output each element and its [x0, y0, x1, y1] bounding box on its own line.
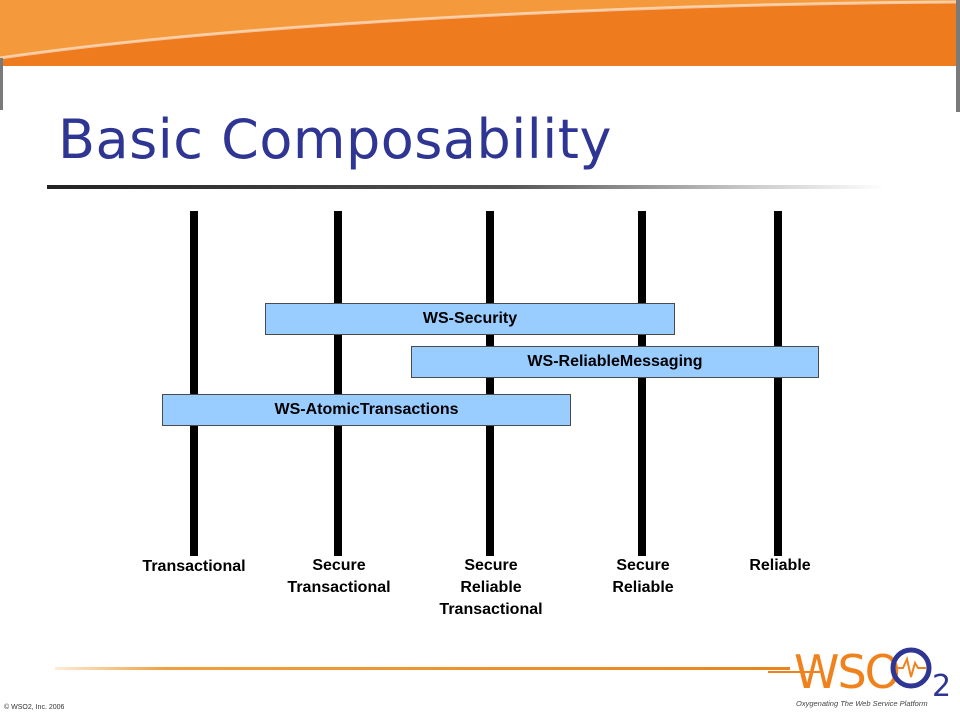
column-label-transactional: Transactional [142, 558, 246, 575]
footer-rule [55, 667, 790, 670]
ws-atomictransactions-bar: WS-AtomicTransactions [162, 394, 571, 426]
column-line-secure-reliable-transactional [486, 211, 494, 556]
wso2-logo: WSO 2 [768, 645, 951, 702]
logo-subscript: 2 [932, 669, 951, 702]
ws-security-bar: WS-Security [265, 303, 675, 335]
copyright-notice: © WSO2, Inc. 2006 [4, 704, 65, 711]
column-label-secure-transactional: Secure Transactional [287, 557, 391, 596]
column-line-secure-reliable [638, 211, 646, 556]
title-underline [47, 185, 887, 189]
column-label-secure-reliable: Secure Reliable [612, 557, 674, 596]
logo-wordmark: WSO [794, 645, 899, 699]
ws-reliablemessaging-bar: WS-ReliableMessaging [411, 346, 819, 378]
orange-header-banner [0, 0, 960, 112]
column-label-secure-reliable-transactional: Secure Reliable Transactional [439, 557, 543, 618]
column-line-reliable [774, 211, 782, 556]
logo-tagline: Oxygenating The Web Service Platform [796, 699, 928, 708]
slide-title: Basic Composability [58, 108, 612, 171]
column-label-reliable: Reliable [749, 557, 811, 574]
column-line-secure-transactional [334, 211, 342, 556]
column-line-transactional [190, 211, 198, 556]
